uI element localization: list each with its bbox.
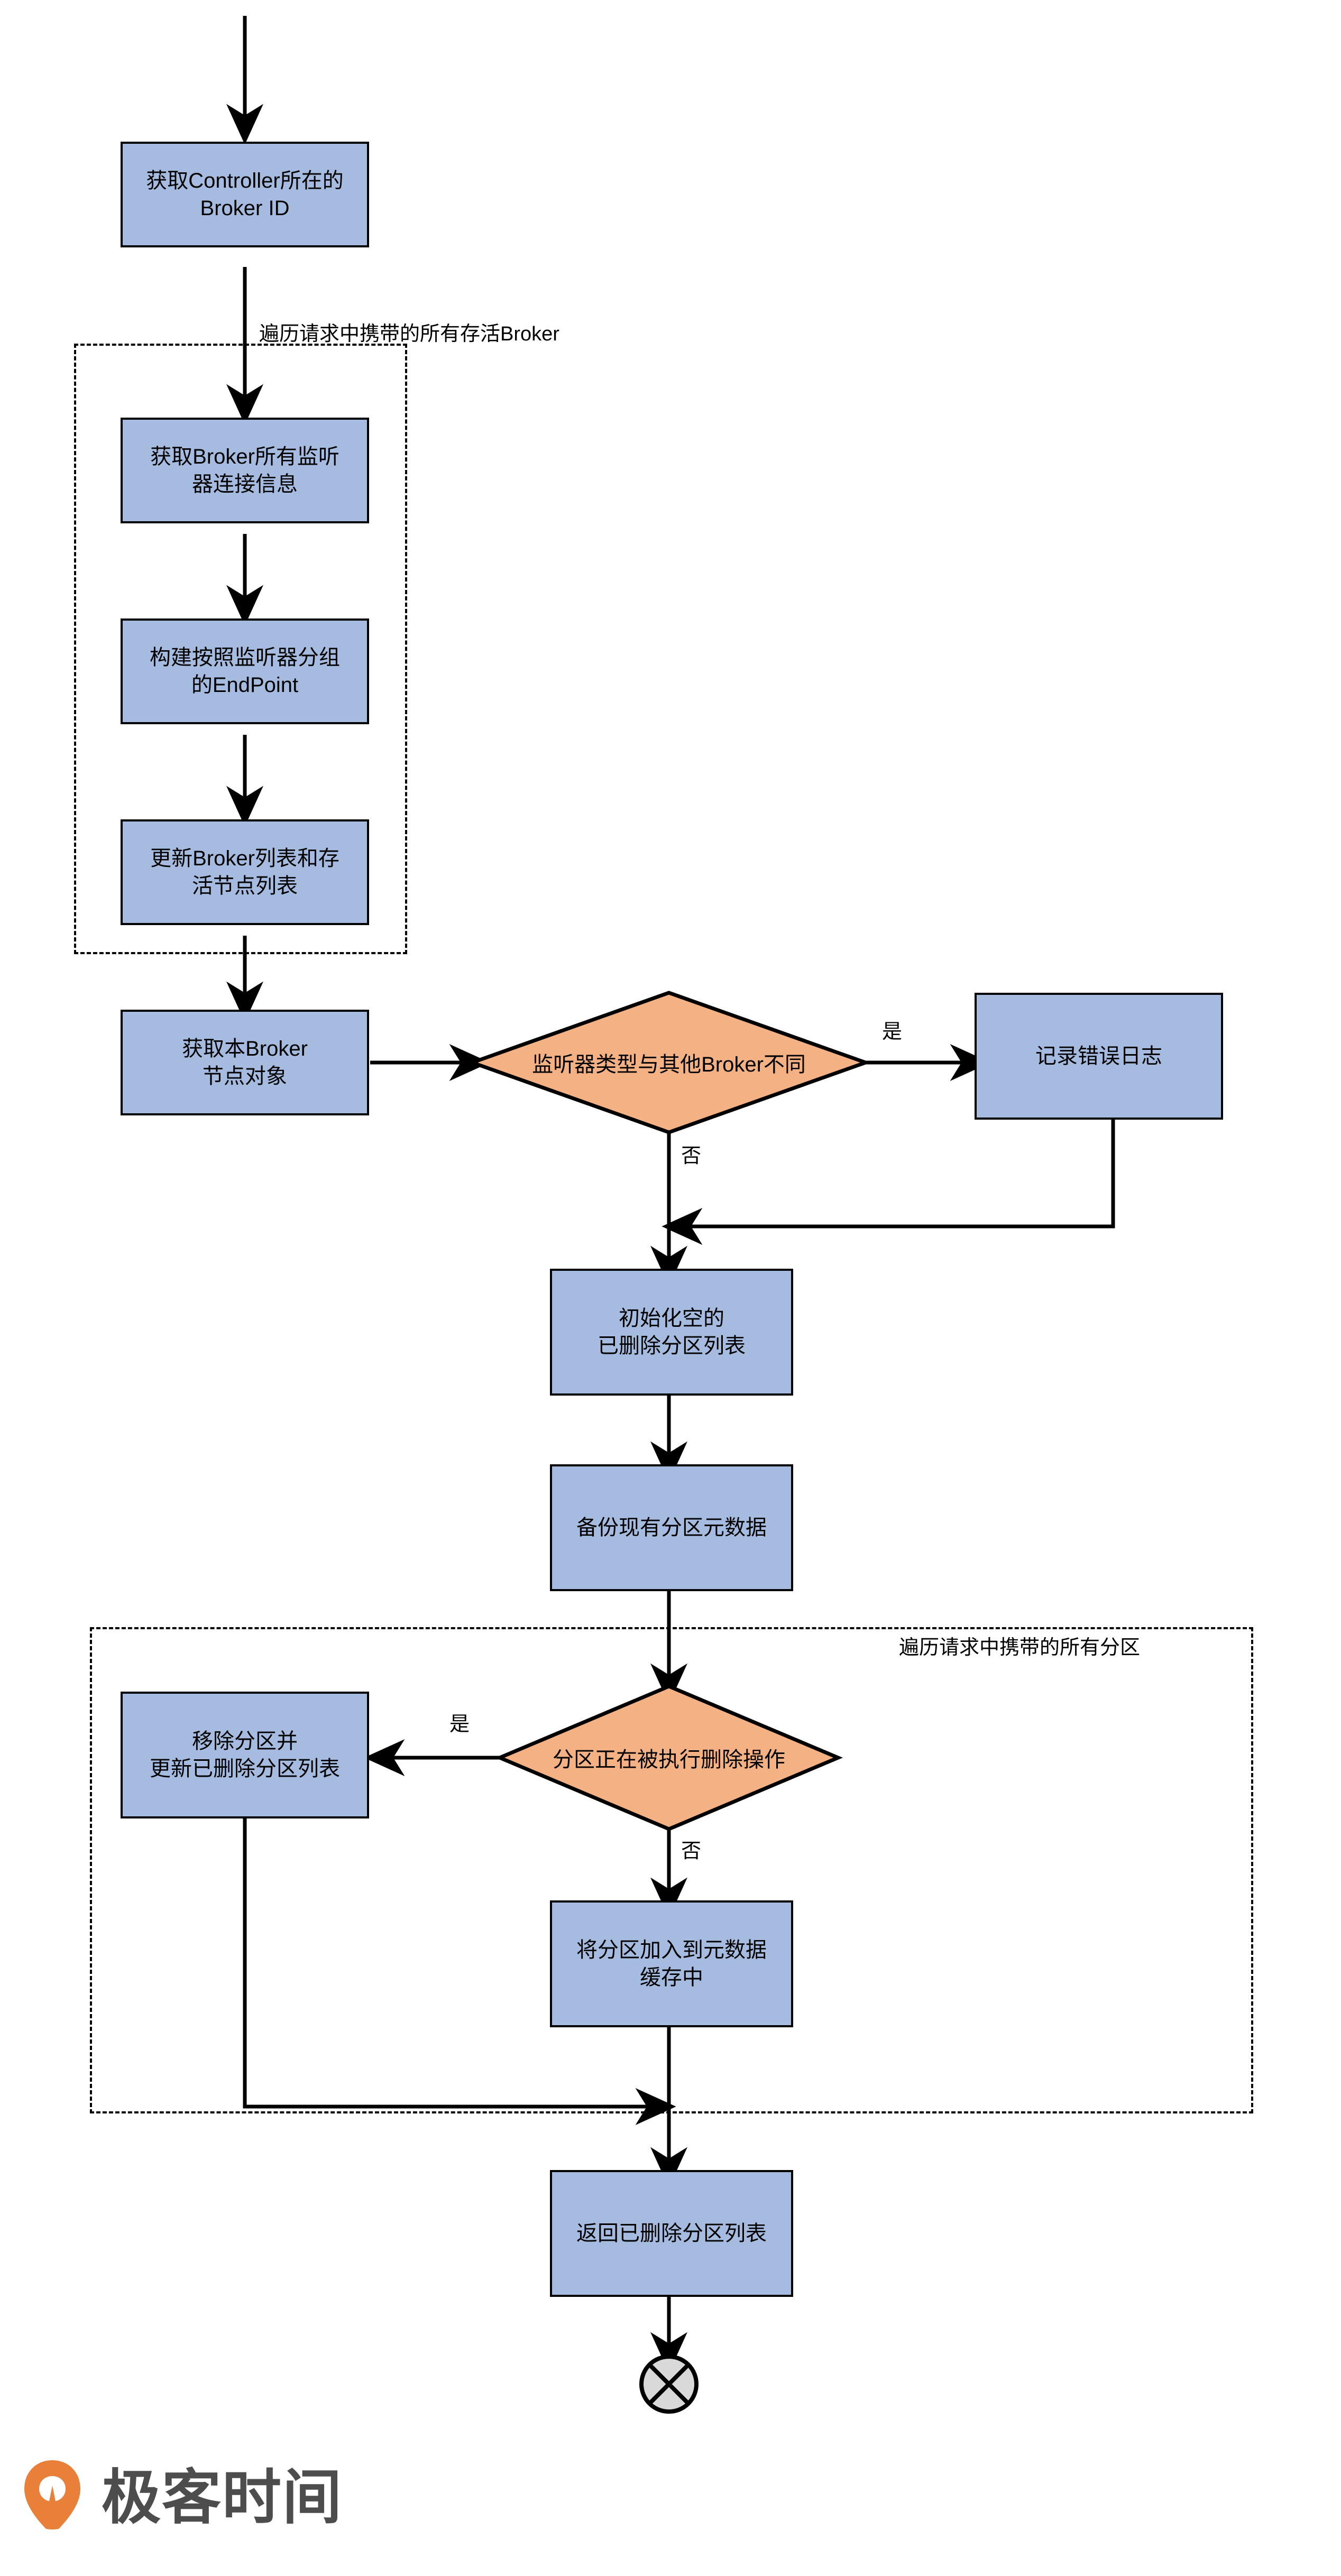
node-get-local-broker-node[interactable]: 获取本Broker 节点对象 (121, 1010, 369, 1115)
node-backup-partition-metadata[interactable]: 备份现有分区元数据 (550, 1464, 793, 1591)
decision-label-listener-type: 监听器类型与其他Broker不同 (532, 1053, 806, 1076)
node-update-broker-list[interactable]: 更新Broker列表和存 活节点列表 (121, 819, 369, 925)
node-partition-being-deleted[interactable]: 分区正在被执行删除操作 (500, 1686, 838, 1829)
node-listener-type-differs[interactable]: 监听器类型与其他Broker不同 (472, 993, 866, 1132)
node-add-partition-to-cache[interactable]: 将分区加入到元数据 缓存中 (550, 1900, 793, 2027)
brand-wordmark: 极客时间 (102, 2464, 343, 2531)
loop-label-brokers: 遍历请求中携带的所有存活Broker (259, 323, 559, 345)
edge-n6-merge (662, 1120, 1115, 1245)
edge-label-yes-listener: 是 (882, 1021, 903, 1043)
edge-label-no-listener: 否 (681, 1145, 702, 1167)
node-init-deleted-partition-list[interactable]: 初始化空的 已删除分区列表 (550, 1269, 793, 1396)
geektime-pin-icon (24, 2460, 80, 2535)
node-get-controller-broker-id[interactable]: 获取Controller所在的 Broker ID (121, 142, 369, 247)
brand-logo: 极客时间 (21, 2448, 343, 2548)
node-get-broker-listeners[interactable]: 获取Broker所有监听 器连接信息 (121, 418, 369, 523)
node-return-deleted-partition-list[interactable]: 返回已删除分区列表 (550, 2170, 793, 2297)
end-terminator-icon (639, 2355, 699, 2414)
loop-frame-brokers (74, 344, 407, 954)
edge-label-yes-partition: 是 (449, 1713, 470, 1735)
decision-label-partition-deleting: 分区正在被执行删除操作 (553, 1748, 785, 1771)
loop-label-partitions: 遍历请求中携带的所有分区 (899, 1637, 1141, 1659)
node-log-error[interactable]: 记录错误日志 (975, 993, 1223, 1120)
edge-label-no-partition: 否 (681, 1840, 702, 1862)
node-remove-partition[interactable]: 移除分区并 更新已删除分区列表 (121, 1692, 369, 1818)
node-build-endpoints[interactable]: 构建按照监听器分组 的EndPoint (121, 618, 369, 724)
